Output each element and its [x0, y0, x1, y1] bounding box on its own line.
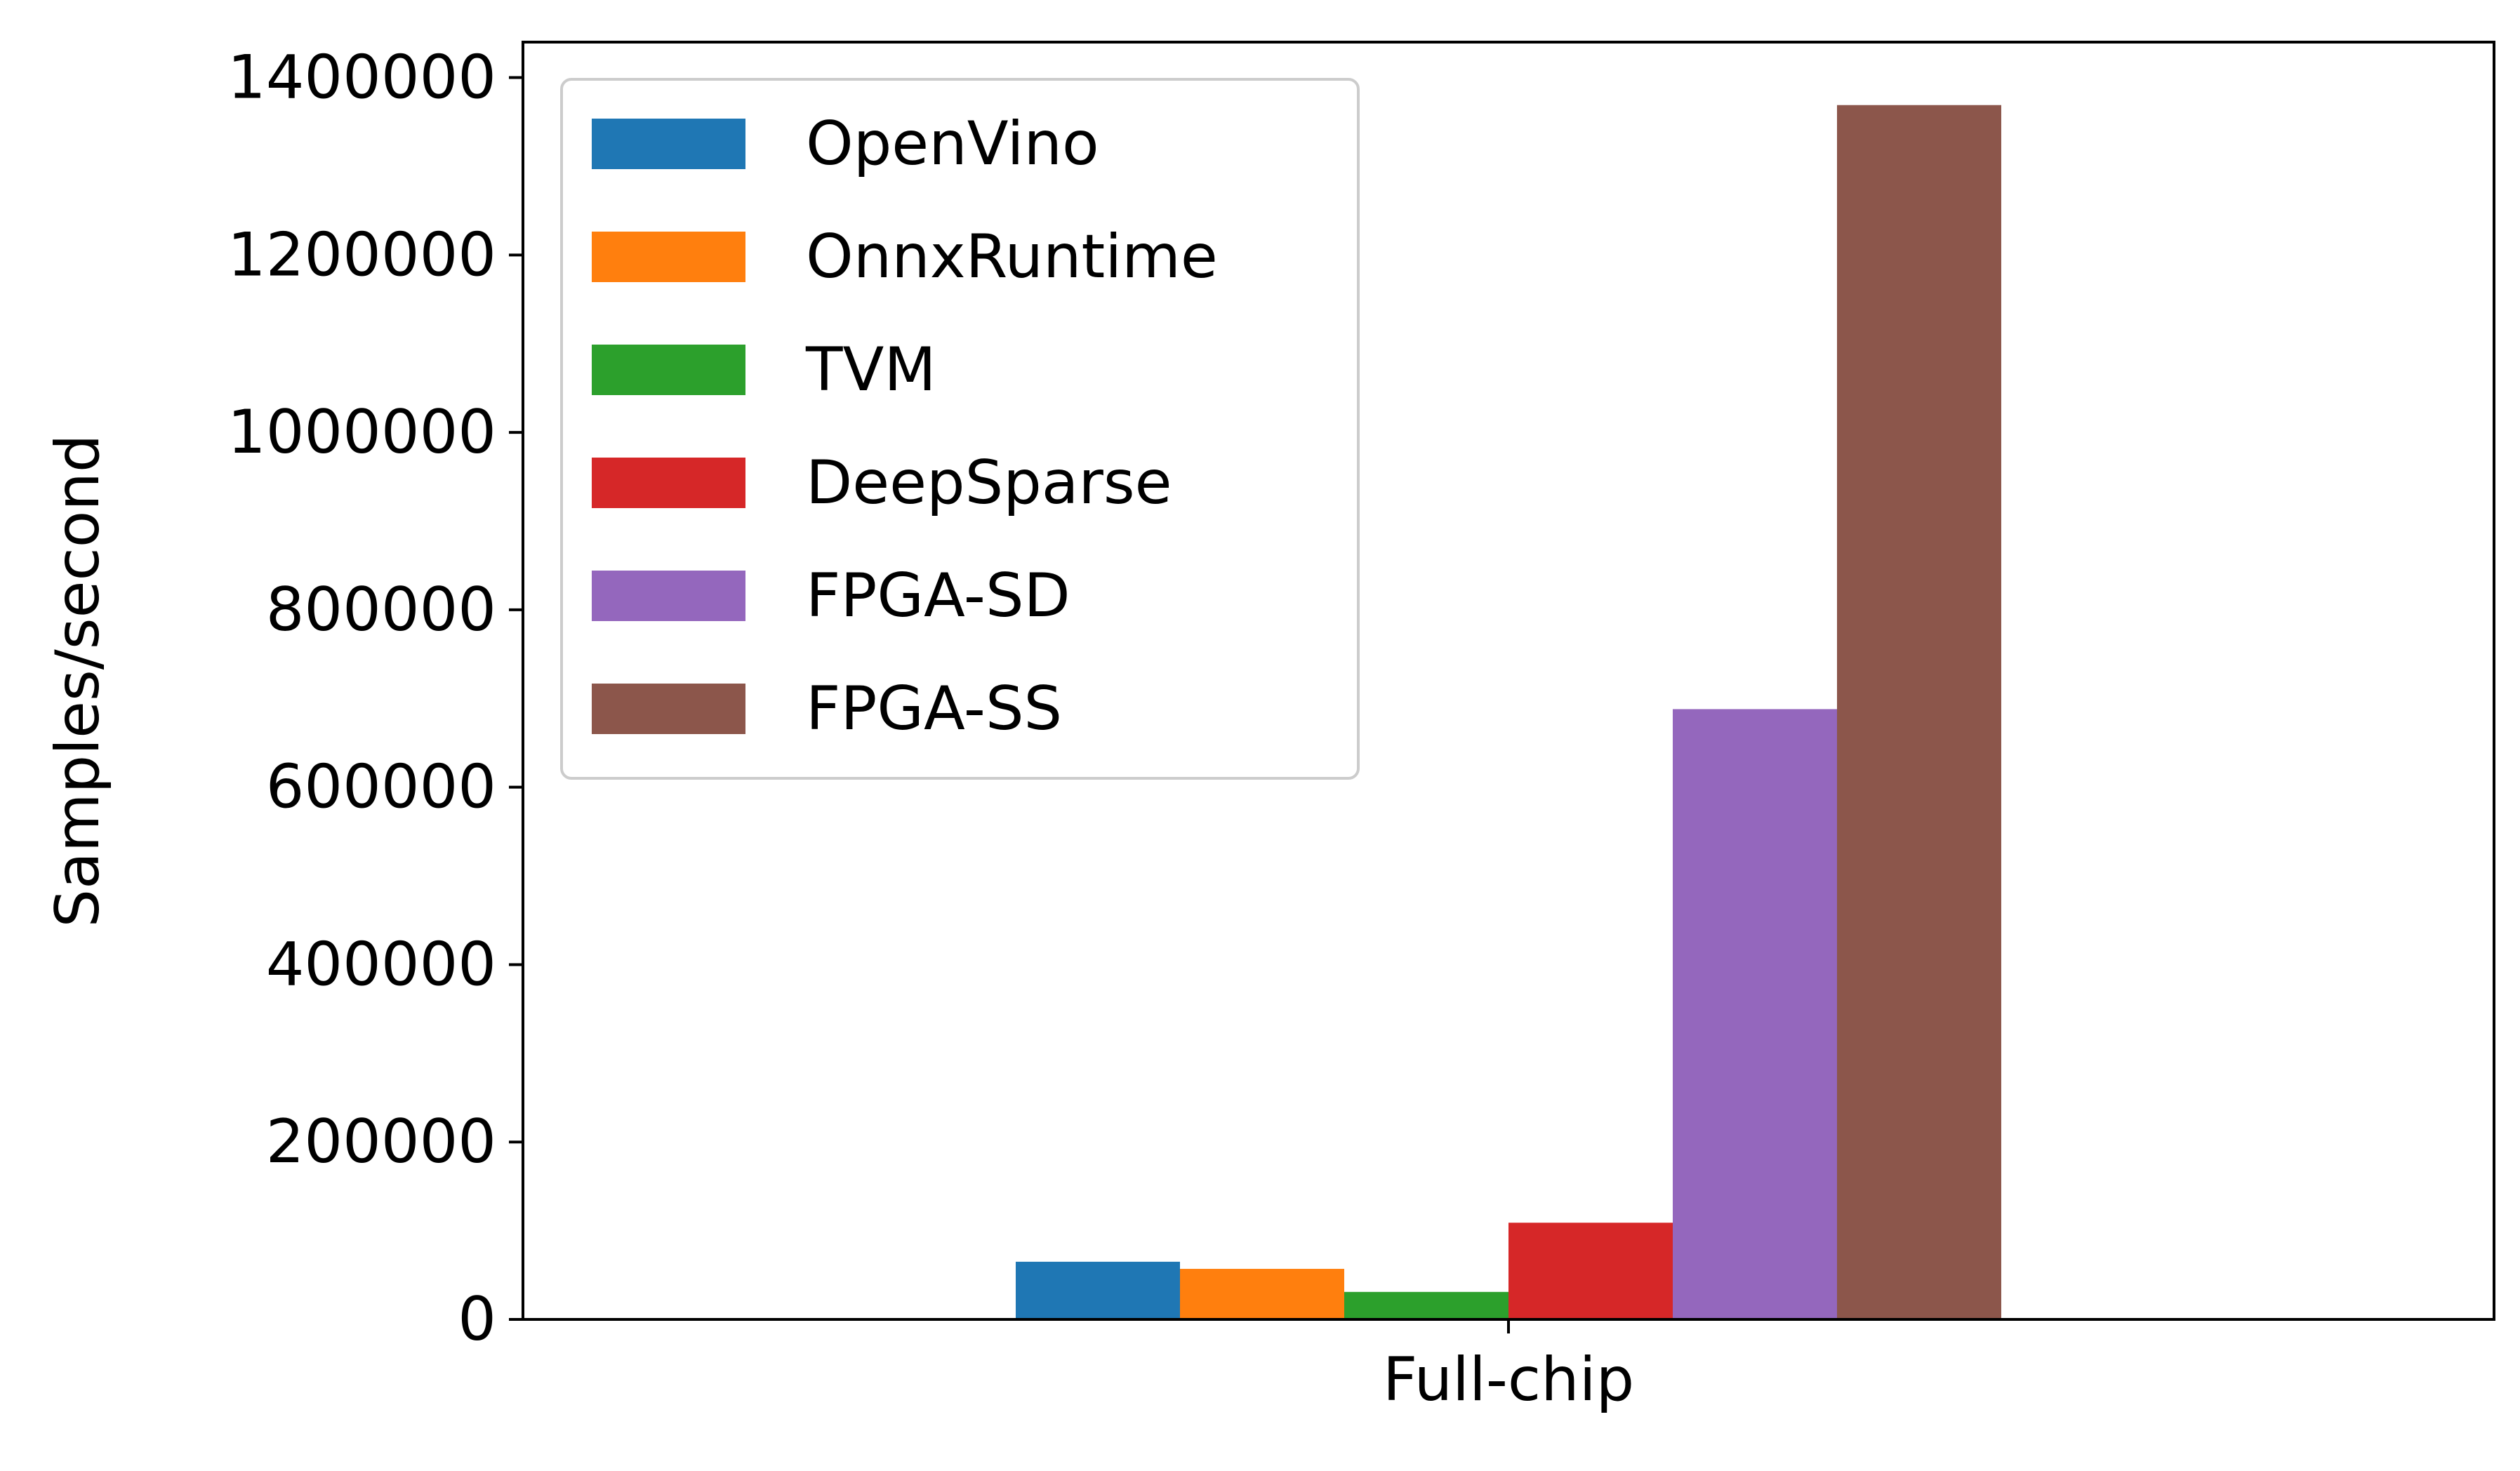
bar-tvm [1344, 1291, 1508, 1319]
legend-item-openvino[interactable]: OpenVino [592, 109, 1099, 179]
legend-swatch [592, 119, 745, 169]
y-tick-label: 0 [458, 1284, 496, 1354]
bar-openvino [1016, 1261, 1180, 1319]
bars-group [1016, 105, 2001, 1320]
y-tick-label: 1000000 [227, 397, 496, 467]
legend-swatch [592, 571, 745, 621]
y-tick-label: 200000 [266, 1107, 496, 1177]
y-tick-label: 400000 [266, 929, 496, 999]
legend-label: FPGA-SD [806, 561, 1070, 631]
bar-fpga-sd [1673, 709, 1837, 1319]
legend-item-fpga-ss[interactable]: FPGA-SS [592, 674, 1062, 744]
y-tick-label: 1400000 [227, 43, 496, 113]
legend-box [560, 78, 1360, 780]
bar-fpga-ss [1837, 105, 2001, 1320]
legend-swatch [592, 684, 745, 734]
y-tick-label: 1200000 [227, 220, 496, 290]
bar-deepsparse [1508, 1223, 1673, 1319]
legend-label: OnnxRuntime [806, 222, 1218, 292]
legend-item-tvm[interactable]: TVM [592, 335, 936, 405]
y-axis-label: Samples/second [43, 434, 113, 928]
y-tick-label: 800000 [266, 575, 496, 645]
legend-label: TVM [805, 335, 936, 405]
legend-item-fpga-sd[interactable]: FPGA-SD [592, 561, 1070, 631]
legend-swatch [592, 458, 745, 508]
legend-label: OpenVino [806, 109, 1099, 179]
legend-label: FPGA-SS [806, 674, 1062, 744]
legend-item-deepsparse[interactable]: DeepSparse [592, 448, 1172, 518]
x-tick-label: Full-chip [1383, 1345, 1634, 1415]
y-tick-label: 600000 [266, 752, 496, 823]
legend-swatch [592, 345, 745, 395]
y-axis-ticks: 0 200000 400000 600000 800000 1000000 1200000 1… [227, 43, 523, 1354]
legend-swatch [592, 232, 745, 282]
legend-label: DeepSparse [806, 448, 1172, 518]
x-axis-ticks: Full-chip [1383, 1319, 1634, 1415]
legend-item-onnxruntime[interactable]: OnnxRuntime [592, 222, 1218, 292]
bar-onnxruntime [1180, 1268, 1344, 1319]
